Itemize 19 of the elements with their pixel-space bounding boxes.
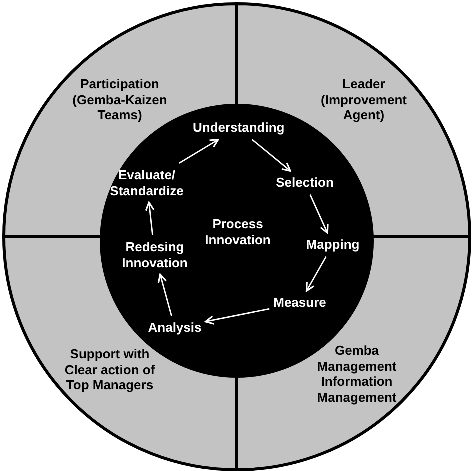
quadrant-label: Gemba Management Information Management — [316, 342, 398, 406]
quadrant-label: Participation (Gemba-Kaizen Teams) — [72, 76, 168, 124]
arrow — [179, 139, 220, 164]
step-label: Redesing Innovation — [121, 239, 189, 271]
step-label: Understanding — [193, 120, 283, 136]
arrow — [158, 274, 172, 316]
arrow — [204, 308, 270, 325]
step-label: Analysis — [148, 320, 202, 336]
step-label: Measure — [274, 295, 326, 311]
center-label: Process Innovation — [204, 216, 272, 248]
step-label: Evaluate/ Standardize — [109, 167, 185, 199]
step-label: Selection — [276, 175, 334, 191]
arrow — [310, 194, 329, 234]
arrow — [145, 202, 155, 236]
step-label: Mapping — [306, 237, 360, 253]
arrow — [306, 256, 327, 292]
quadrant-label: Support with Clear action of Top Managers — [64, 346, 156, 394]
arrow — [252, 139, 292, 172]
quadrant-label: Leader (Improvement Agent) — [320, 76, 408, 124]
